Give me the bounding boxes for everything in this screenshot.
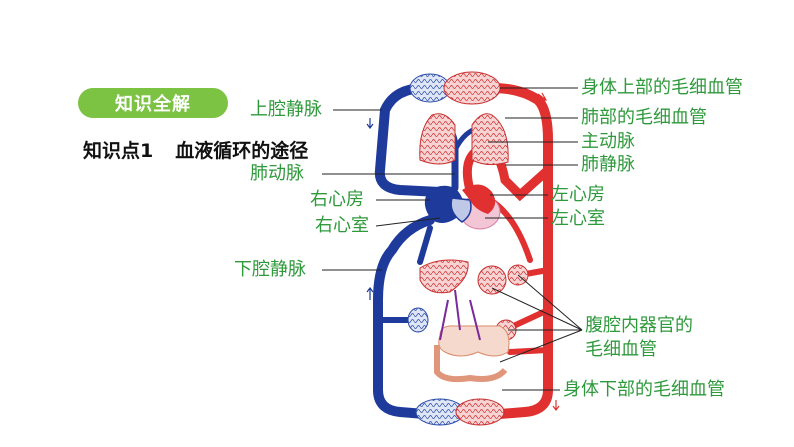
label-pulmonary-artery: 肺动脉 <box>250 163 304 184</box>
section-badge: 知识全解 <box>78 88 228 118</box>
label-left-ventricle: 左心室 <box>551 208 605 229</box>
flow-arrows <box>366 92 560 411</box>
lower-capillary-bed <box>415 398 505 426</box>
label-aorta: 主动脉 <box>581 131 635 152</box>
label-inferior-vena-cava: 下腔静脉 <box>234 259 306 280</box>
label-pulmonary-vein: 肺静脉 <box>581 154 635 175</box>
knowledge-point-heading: 知识点1 血液循环的途径 <box>83 136 308 163</box>
knowledge-point-title: 血液循环的途径 <box>175 140 309 162</box>
knowledge-point-number: 知识点1 <box>83 140 154 162</box>
heart <box>424 184 501 230</box>
label-abdominal-capillaries-line2: 毛细血管 <box>585 339 657 360</box>
upper-capillary-bed <box>409 71 501 105</box>
label-superior-vena-cava: 上腔静脉 <box>250 99 322 120</box>
abdominal-organs <box>407 259 529 383</box>
label-body-upper-capillaries: 身体上部的毛细血管 <box>581 77 743 98</box>
lungs <box>419 113 509 166</box>
label-left-atrium: 左心房 <box>551 184 605 205</box>
leader-lines <box>322 87 583 391</box>
label-right-ventricle: 右心室 <box>315 215 369 236</box>
label-abdominal-capillaries-line1: 腹腔内器官的 <box>585 315 693 336</box>
label-right-atrium: 右心房 <box>310 189 364 210</box>
label-lung-capillaries: 肺部的毛细血管 <box>581 107 707 128</box>
label-body-lower-capillaries: 身体下部的毛细血管 <box>563 379 725 400</box>
